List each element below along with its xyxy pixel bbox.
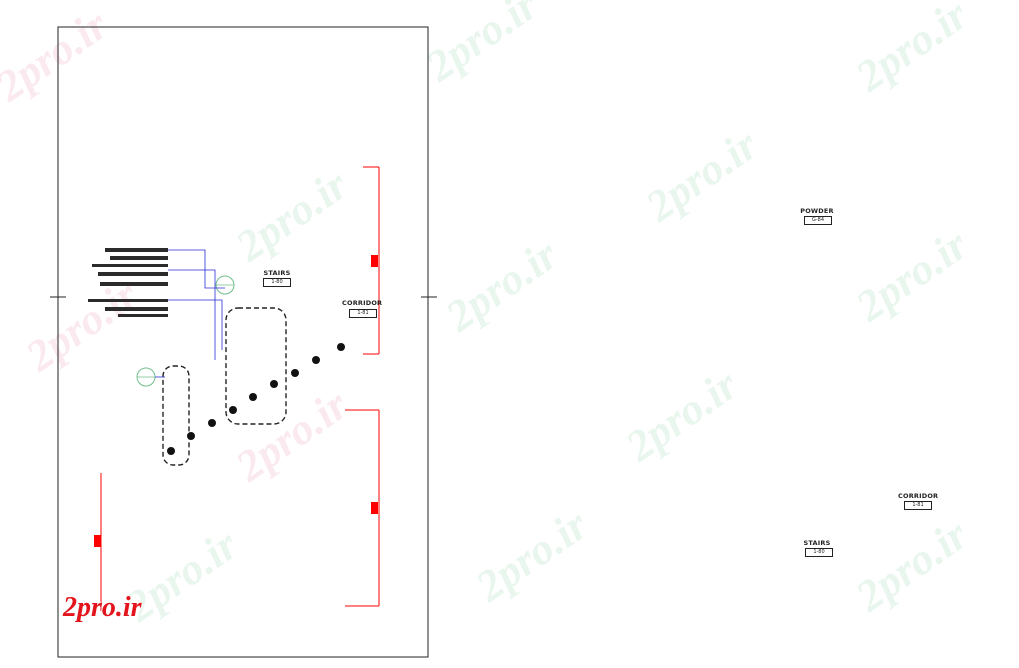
- light-fixture: [229, 406, 237, 414]
- circle-marker-icon: [215, 275, 235, 295]
- corridor-right-scale: 1-81: [904, 501, 932, 510]
- light-fixture: [167, 447, 175, 455]
- powder-scale: G-84: [804, 216, 832, 225]
- corridor-left-scale: 1-81: [349, 309, 377, 318]
- stair-landing-small: [162, 365, 190, 466]
- left-sheet: [50, 26, 437, 658]
- light-fixture: [249, 393, 257, 401]
- stair-landing-large: [225, 307, 287, 425]
- stairs-left-scale: 1-80: [263, 278, 291, 287]
- stairs-right-label: STAIRS: [803, 539, 831, 547]
- light-fixture: [312, 356, 320, 364]
- wall-markers-left: [94, 255, 378, 547]
- light-fixture: [187, 432, 195, 440]
- light-fixture: [270, 380, 278, 388]
- corridor-wall-left: [100, 166, 380, 611]
- light-fixture: [208, 419, 216, 427]
- left-sheet-frame: [57, 26, 429, 658]
- corridor-right-label: CORRIDOR: [898, 492, 939, 500]
- circle-marker-icon: [136, 367, 156, 387]
- stairs-left-label: STAIRS: [263, 269, 291, 277]
- stairs-right-scale: 1-80: [805, 548, 833, 557]
- leader-lines-left: [155, 249, 225, 378]
- light-fixture: [337, 343, 345, 351]
- note-block-left: [88, 248, 168, 317]
- site-logo: 2pro.ir: [63, 592, 142, 623]
- corridor-left-label: CORRIDOR: [342, 299, 383, 307]
- powder-label: POWDER: [800, 207, 834, 215]
- stair-lights: [167, 343, 345, 455]
- light-fixture: [291, 369, 299, 377]
